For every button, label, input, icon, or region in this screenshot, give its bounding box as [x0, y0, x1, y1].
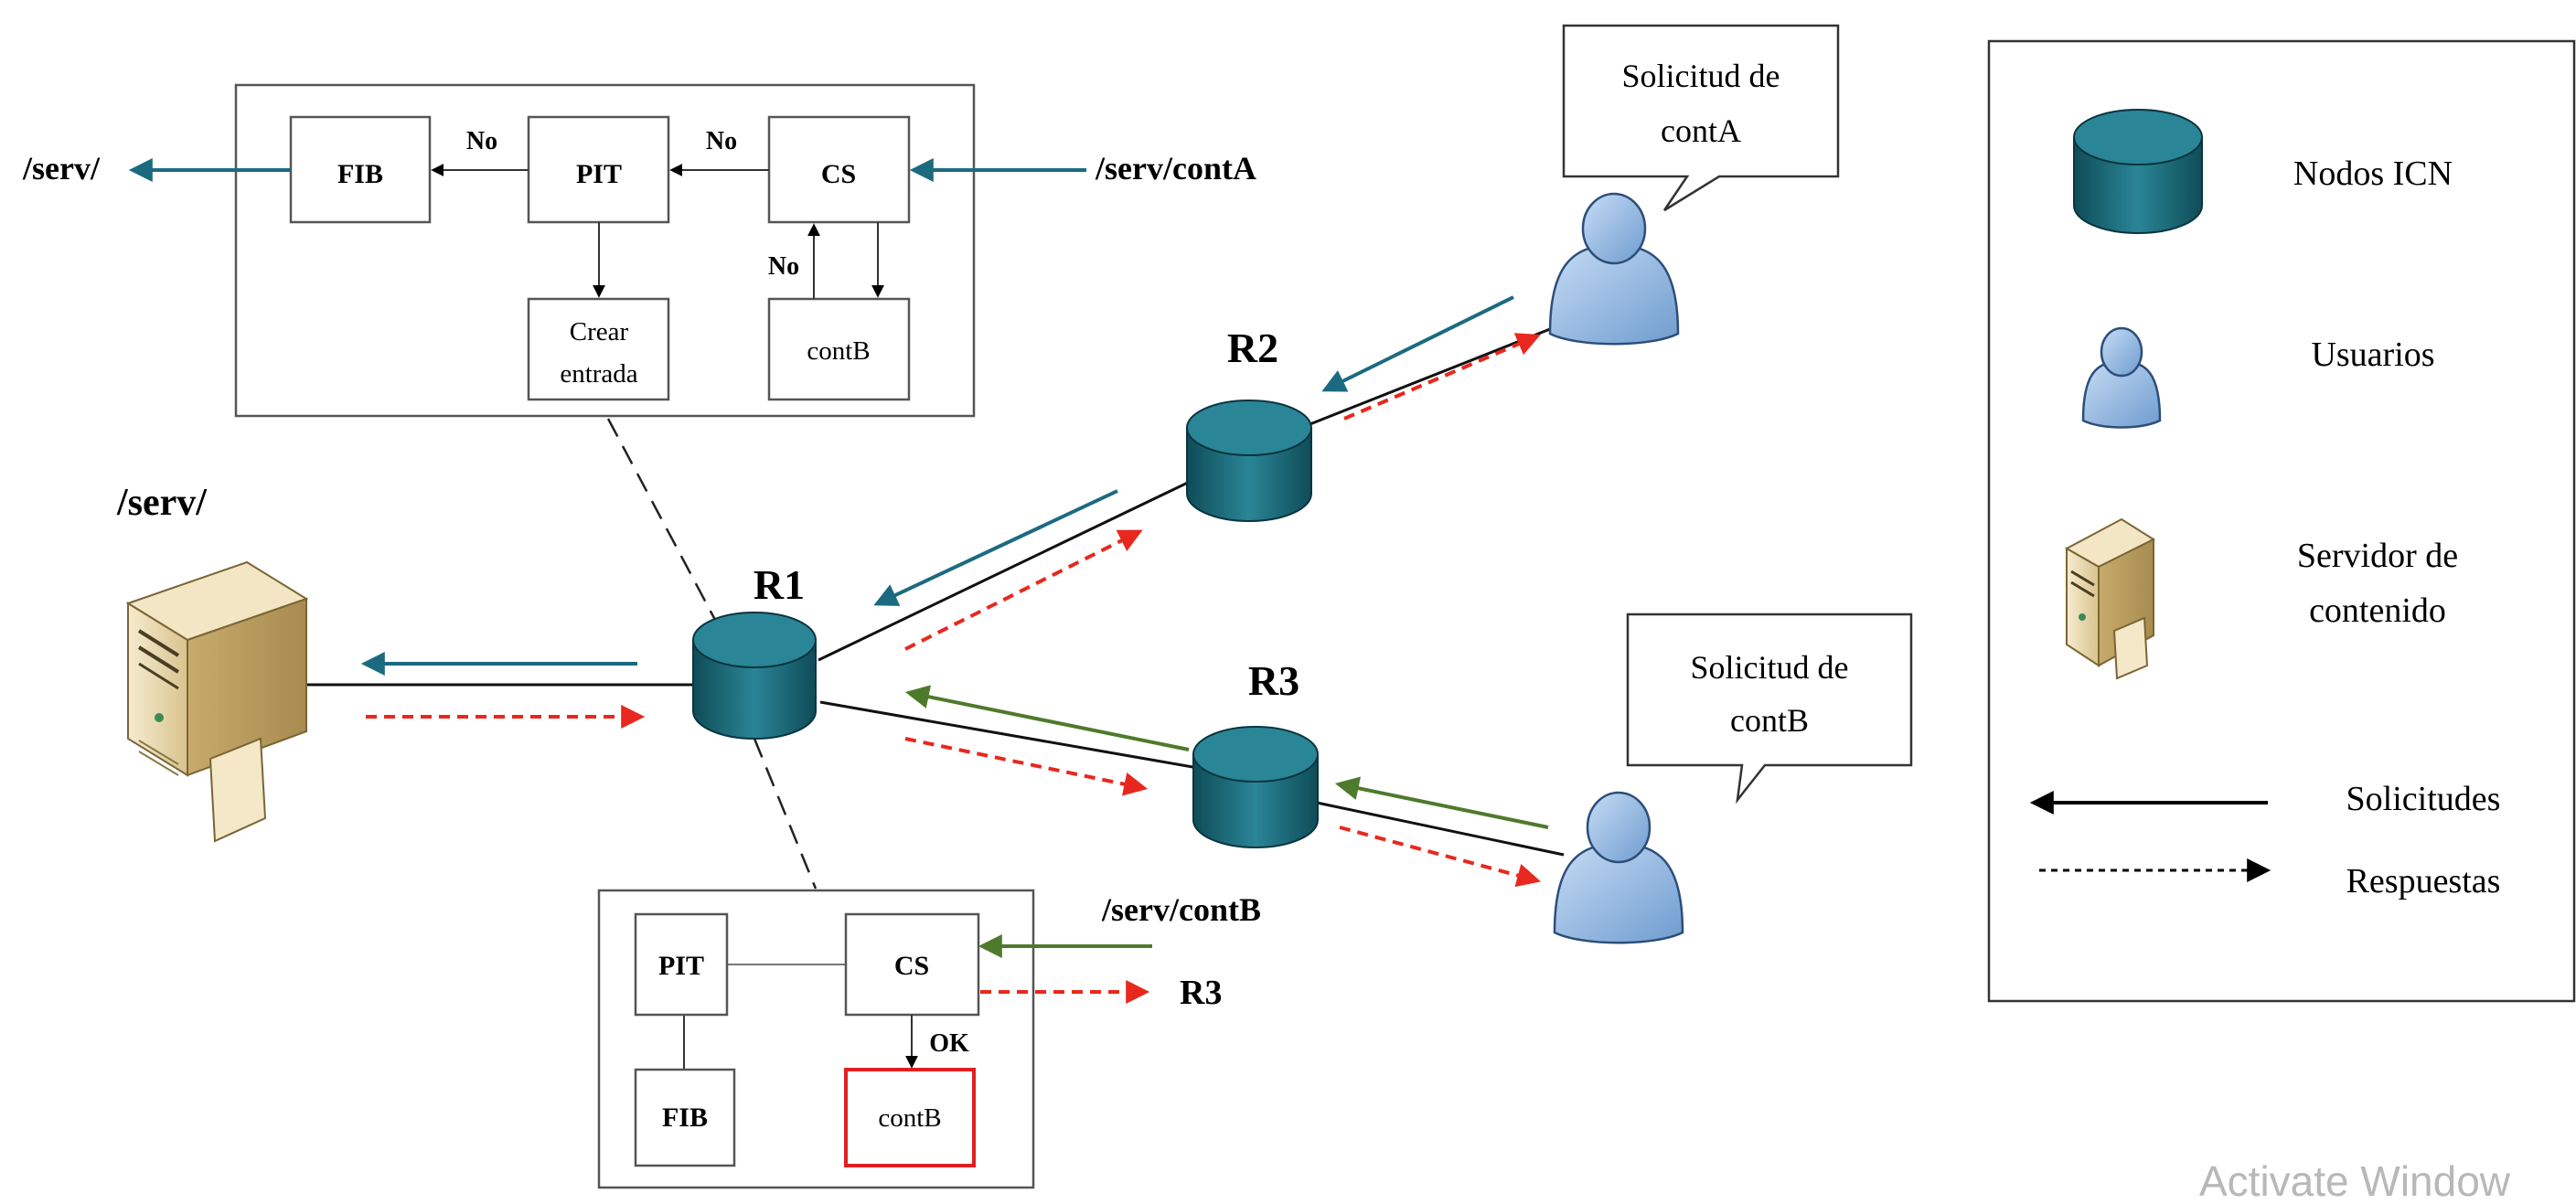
legend-server-line2: contenido	[2309, 591, 2446, 630]
content-server	[125, 560, 309, 843]
r1-top-dashed-link	[606, 418, 717, 621]
cs-table	[767, 115, 911, 224]
legend-responses-label: Respuestas	[2346, 862, 2501, 900]
r1-r2-link	[818, 478, 1194, 662]
serv-contb-label: /serv/contB	[1101, 891, 1261, 928]
bubble-a-line2: contA	[1661, 112, 1741, 149]
r2-usera-link	[1307, 325, 1555, 427]
pit-label: PIT	[576, 159, 622, 189]
create-entry-box	[527, 297, 670, 401]
request-arrow-usera-r2	[1321, 295, 1514, 392]
request-arrow-r2-r1	[873, 489, 1118, 606]
request-arrow-userb-r3	[1334, 776, 1549, 829]
cached-contb-label: contB	[878, 1103, 941, 1133]
server-label: /serv/	[116, 482, 208, 524]
bottom-cs-table	[844, 912, 980, 1017]
legend-server-icon	[2064, 517, 2156, 680]
fib-table	[289, 115, 432, 224]
router-r3-node	[1192, 726, 1319, 848]
bottom-pit-label: PIT	[658, 951, 704, 981]
contb-store-label: contB	[807, 336, 870, 366]
user-b	[1553, 791, 1684, 944]
legend-box: Nodos ICN Usuarios Servidor de contenido…	[1987, 39, 2576, 1003]
create-entry-line2: entrada	[560, 359, 637, 389]
request-arrow-r3-r1	[904, 685, 1190, 751]
ok-label: OK	[929, 1029, 969, 1058]
activate-windows-watermark: Activate Window	[2199, 1157, 2511, 1204]
user-a	[1548, 192, 1680, 346]
speech-bubble-conta	[1562, 24, 1840, 212]
serv-conta-label: /serv/contA	[1095, 150, 1256, 186]
response-arrow-r3-userb	[1339, 826, 1542, 888]
r1-bottom-dashed-link	[753, 738, 818, 890]
bottom-fib-table	[634, 1068, 736, 1167]
router-r1-node	[692, 612, 817, 740]
no-label-pit: No	[706, 127, 737, 155]
response-arrow-r2-usera	[1343, 333, 1541, 421]
r2-label: R2	[1227, 325, 1278, 371]
legend-user-icon	[2081, 326, 2162, 429]
legend-requests-label: Solicitudes	[2346, 780, 2501, 818]
create-entry-line1: Crear	[570, 317, 629, 346]
fib-label: FIB	[337, 159, 383, 189]
bottom-fib-label: FIB	[662, 1103, 708, 1133]
bottom-cs-label: CS	[894, 951, 929, 981]
cs-label: CS	[821, 159, 856, 189]
bubble-b-line1: Solicitud de	[1691, 649, 1849, 686]
serv-out-label: /serv/	[22, 150, 101, 186]
r3-reply-label: R3	[1180, 974, 1222, 1012]
bottom-pit-table	[634, 912, 729, 1017]
legend-server-line1: Servidor de	[2297, 537, 2458, 575]
response-arrow-r1-r3	[904, 737, 1149, 796]
cached-contb-box	[844, 1068, 976, 1167]
r3-userb-link	[1316, 801, 1565, 857]
legend-users-label: Usuarios	[2311, 336, 2434, 374]
legend-node-icon	[2073, 109, 2203, 234]
legend-nodes-label: Nodos ICN	[2293, 154, 2453, 193]
contb-store-box	[767, 297, 911, 401]
bubble-b-line2: contB	[1730, 702, 1809, 739]
response-arrow-r1-r2	[904, 529, 1143, 651]
bubble-a-line1: Solicitud de	[1622, 58, 1780, 94]
bottom-processing-box: PIT CS FIB contB OK	[597, 889, 1035, 1189]
router-r2-node	[1186, 400, 1312, 522]
r3-label: R3	[1248, 657, 1299, 704]
pit-table	[527, 115, 670, 224]
no-label-fib: No	[466, 127, 497, 155]
speech-bubble-contb	[1626, 613, 1913, 804]
no-label-cs: No	[768, 252, 799, 281]
top-processing-box: FIB PIT CS Crear entrada contB No No No	[234, 83, 976, 418]
r1-label: R1	[754, 561, 805, 608]
r1-r3-link	[819, 700, 1199, 770]
